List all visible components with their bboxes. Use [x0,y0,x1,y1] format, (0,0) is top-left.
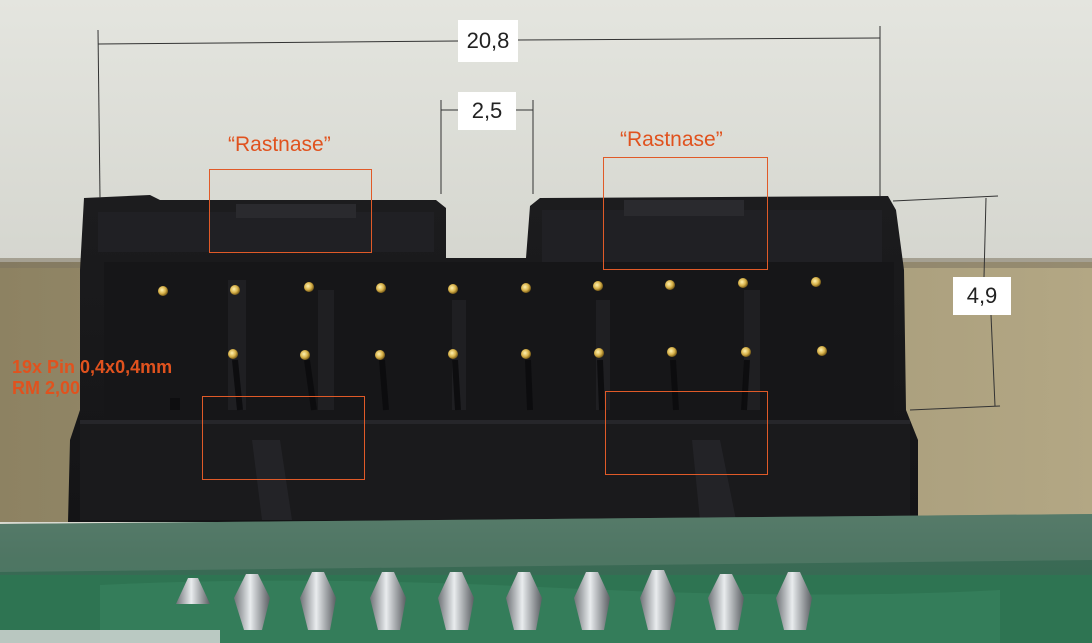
rastnase-label-left: “Rastnase” [228,133,331,156]
highlight-box-bottom-right [605,391,768,475]
pin-grid [158,277,827,411]
highlight-box-bottom-left [202,396,365,480]
dimension-width-label: 20,8 [458,20,518,62]
highlight-box-top-right [603,157,768,270]
pin-spec-note: 19x Pin 0,4x0,4mm RM 2,00 [12,357,172,399]
highlight-box-top-left [209,169,372,253]
rastnase-label-right: “Rastnase” [620,128,723,151]
dimension-lines [97,26,1001,411]
pin-spec-line-1: 19x Pin 0,4x0,4mm [12,357,173,377]
pin-spec-line-2: RM 2,00 [12,378,81,398]
pcb-board [0,514,1092,643]
dimension-height-label: 4,9 [953,277,1011,315]
dimension-gap-label: 2,5 [458,92,516,130]
